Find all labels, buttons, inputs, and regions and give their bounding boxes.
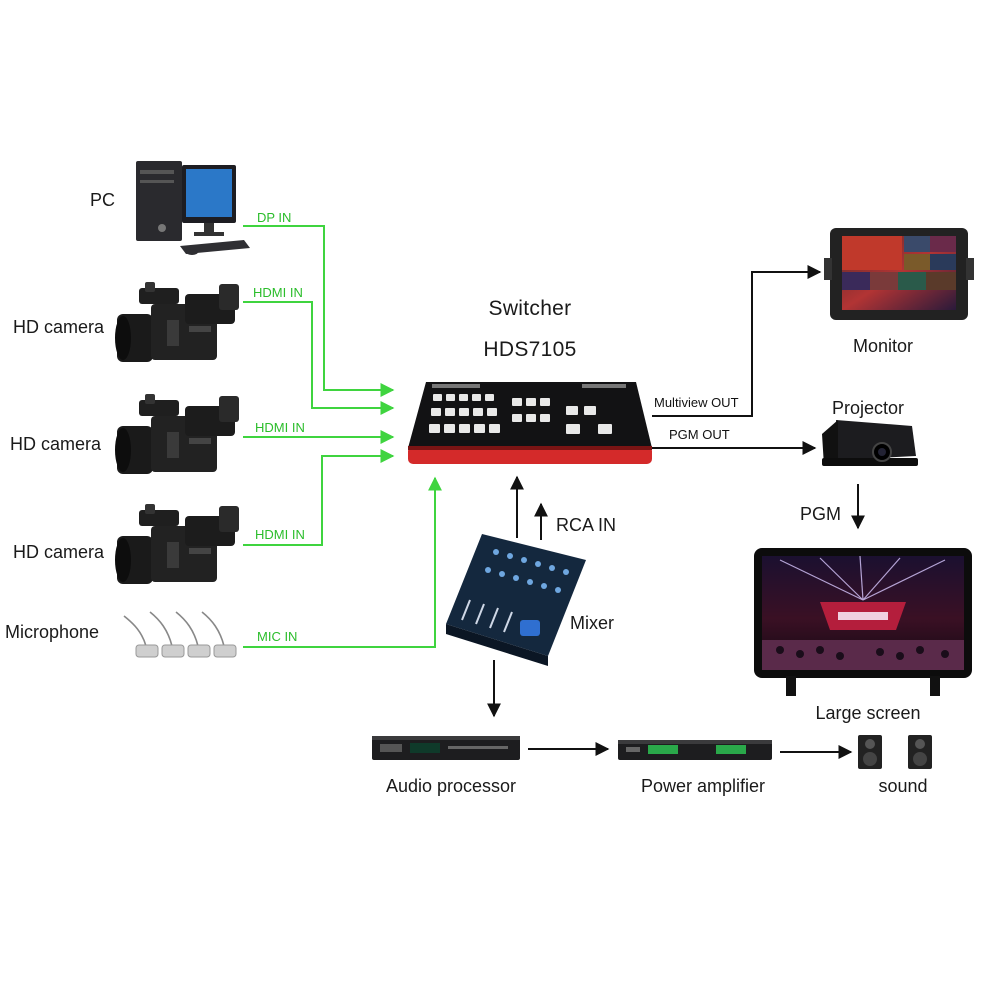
pc-device (136, 161, 250, 255)
camera-label-2: HD camera (10, 434, 102, 454)
mic-in-label: MIC IN (257, 629, 298, 644)
monitor-label: Monitor (852, 336, 914, 356)
rca-in-label: RCA IN (556, 515, 617, 535)
hdmi-in-label-3: HDMI IN (255, 527, 305, 542)
output-connections (487, 265, 865, 759)
multiview-out-label: Multiview OUT (654, 395, 739, 410)
mixer-device (446, 534, 586, 666)
large-screen-label: Large screen (815, 703, 921, 723)
speakers-device (858, 735, 932, 769)
microphone-label: Microphone (5, 622, 100, 642)
pgm-out-label: PGM OUT (669, 427, 730, 442)
large-screen-device (754, 548, 972, 696)
camera-label-3: HD camera (13, 542, 105, 562)
multiview-out-line (652, 265, 822, 417)
camera-icon-1 (115, 282, 239, 362)
mixer-label: Mixer (570, 613, 614, 633)
hdmi-in-label-2: HDMI IN (255, 420, 305, 435)
pc-label: PC (90, 190, 116, 210)
audio-processor-device (372, 736, 520, 760)
camera-icon-3 (115, 504, 239, 584)
power-amplifier-label: Power amplifier (640, 776, 766, 796)
projector-label: Projector (831, 398, 905, 418)
hdmi-in-line-3 (243, 449, 395, 546)
switcher-device (408, 382, 652, 464)
projector-device (822, 420, 918, 466)
camera-icon-2 (115, 394, 239, 474)
mic-in-line (243, 476, 442, 648)
hdmi-in-label-1: HDMI IN (253, 285, 303, 300)
switcher-model: HDS7105 (483, 338, 577, 361)
monitor-device (824, 228, 974, 320)
input-connections (243, 225, 442, 648)
sound-label: sound (878, 776, 928, 796)
pgm-label: PGM (800, 504, 842, 524)
camera-label-1: HD camera (13, 317, 105, 337)
hdmi-in-line-1 (243, 301, 395, 415)
power-amplifier-device (618, 740, 772, 760)
audio-processor-label: Audio processor (385, 776, 517, 796)
switcher-title: Switcher (488, 297, 572, 320)
dp-in-line (243, 225, 395, 397)
microphone-icon (123, 611, 237, 658)
dp-in-label: DP IN (257, 210, 292, 225)
